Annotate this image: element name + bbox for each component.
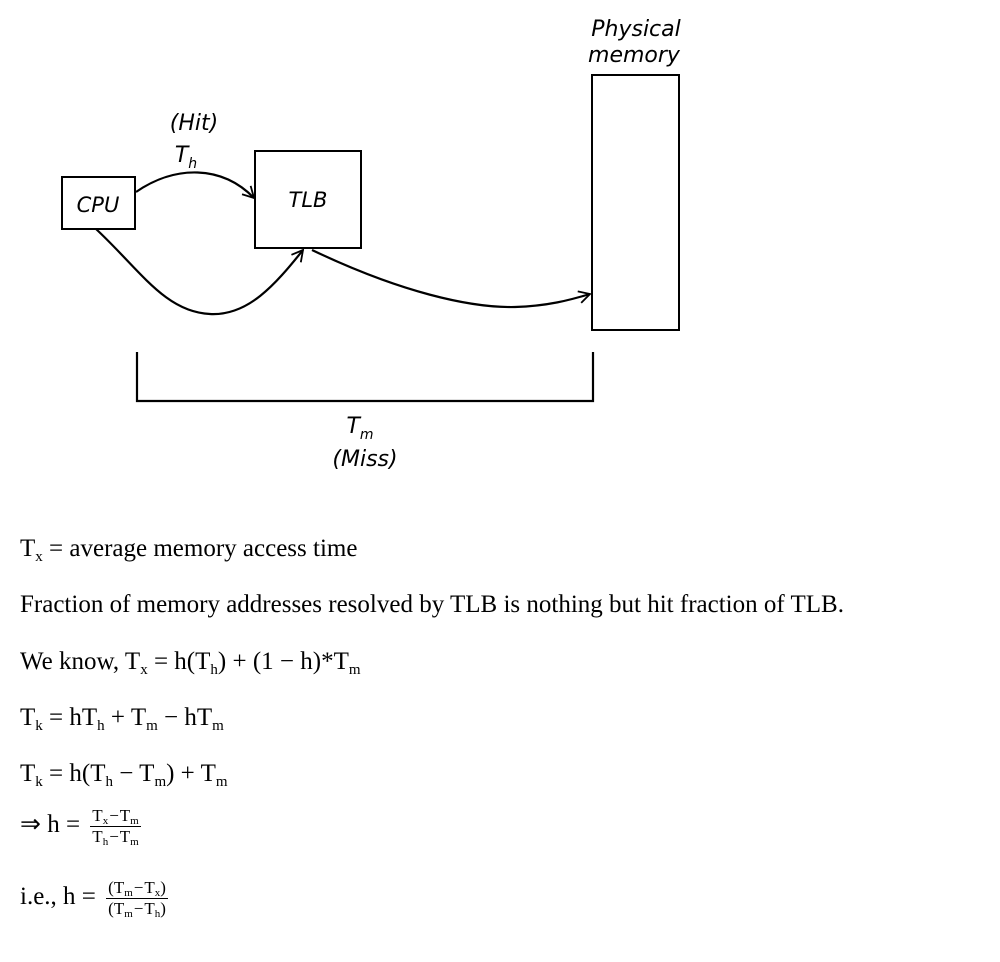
symbol-t: T <box>333 648 349 675</box>
symbol-t: T <box>130 704 147 731</box>
equation-known: We know, Tx = h(Th) + (1 − h)*Tm <box>20 647 361 678</box>
operator-text: = h <box>42 704 82 731</box>
subscript: m <box>146 718 158 734</box>
subscript: k <box>35 774 43 790</box>
symbol-t: T <box>144 899 155 918</box>
fraction: Tx−Tm Th−Tm <box>90 806 141 848</box>
miss-label: (Miss) <box>332 447 397 472</box>
operator-text: − <box>109 806 119 825</box>
symbol-t: T <box>200 760 216 787</box>
symbol-t: T <box>81 704 98 731</box>
subscript: m <box>130 815 139 827</box>
operator-text: − <box>113 760 140 787</box>
hit-label: (Hit) <box>170 111 218 136</box>
symbol-t: T <box>119 827 131 846</box>
subscript: m <box>124 908 133 920</box>
subscript: x <box>140 662 148 678</box>
equation-factored: Tk = h(Th − Tm) + Tm <box>20 759 228 790</box>
paren: ( <box>108 899 114 918</box>
symbol-t: T <box>113 878 125 897</box>
subscript: k <box>35 718 43 734</box>
hit-arrow <box>135 171 256 200</box>
subscript: m <box>215 774 228 790</box>
operator-text: = h( <box>147 648 196 675</box>
symbol-t: T <box>20 535 36 562</box>
operator-text: ) + <box>166 760 201 787</box>
tlb-label: TLB <box>289 188 328 212</box>
subscript: h <box>105 774 114 790</box>
symbol-t: T <box>20 760 36 787</box>
fraction-denominator: Th−Tm <box>90 827 140 848</box>
operator-text: = h( <box>42 760 91 787</box>
paren: ( <box>108 878 114 897</box>
tlb-box <box>254 150 362 249</box>
operator-text: − <box>109 827 119 846</box>
miss-arrow-to-tlb <box>95 228 305 316</box>
symbol-t: T <box>92 806 103 825</box>
tlb-diagram: CPU TLB Physical memory (Hit) Th Tm (Mis… <box>61 17 681 472</box>
symbol-t: T <box>20 704 36 731</box>
symbol-t: T <box>92 827 103 846</box>
equation-hit-fraction-note: Fraction of memory addresses resolved by… <box>20 590 844 620</box>
fraction: (Tm−Tx) (Tm−Th) <box>106 878 168 920</box>
fraction-denominator: (Tm−Th) <box>106 899 168 920</box>
equation-avg-access-time: Tx = average memory access time <box>20 534 358 565</box>
symbol-t: T <box>90 760 106 787</box>
subscript: m <box>124 887 133 899</box>
definition-text: = average memory access time <box>42 535 358 562</box>
subscript: x <box>102 815 109 827</box>
prefix-text: ⇒ h = <box>20 811 81 839</box>
paren: ) <box>160 899 166 918</box>
subscript: x <box>154 887 161 899</box>
subscript: m <box>130 836 139 848</box>
symbol-t: T <box>124 648 141 675</box>
symbol-t: T <box>139 760 155 787</box>
memory-label-line1: Physical <box>591 17 681 42</box>
note-text: Fraction of memory addresses resolved by… <box>20 591 844 618</box>
fraction-numerator: Tx−Tm <box>90 806 141 827</box>
subscript: m <box>154 774 167 790</box>
operator-text: − <box>133 878 144 897</box>
subscript: m <box>348 662 361 678</box>
prefix-text: i.e., h = <box>20 883 96 911</box>
symbol-t: T <box>113 899 125 918</box>
subscript: h <box>154 908 161 920</box>
symbol-t: T <box>144 878 155 897</box>
subscript: h <box>97 718 105 734</box>
symbol-t: T <box>196 704 213 731</box>
physical-memory-box <box>591 74 680 331</box>
operator-text: − <box>133 899 144 918</box>
hit-time-label: Th <box>175 143 197 172</box>
equation-expanded: Tk = hTh + Tm − hTm <box>20 703 224 734</box>
subscript: x <box>35 549 43 565</box>
operator-text: + <box>104 704 131 731</box>
operator-text: − h <box>157 704 197 731</box>
tlb-to-memory-arrow <box>311 249 592 309</box>
equation-solve-h: ⇒ h = Tx−Tm Th−Tm <box>20 806 141 848</box>
subscript: h <box>210 662 218 678</box>
miss-time-label: Tm <box>346 414 373 443</box>
subscript: m <box>212 718 224 734</box>
miss-bracket <box>135 352 595 403</box>
cpu-box <box>61 176 136 230</box>
subscript: h <box>102 836 109 848</box>
prefix-text: We know, <box>20 648 125 675</box>
symbol-t: T <box>195 648 211 675</box>
symbol-t: T <box>119 806 131 825</box>
cpu-label: CPU <box>77 193 120 217</box>
equation-final-h: i.e., h = (Tm−Tx) (Tm−Th) <box>20 878 168 920</box>
memory-label-line2: memory <box>588 43 681 68</box>
operator-text: ) + (1 − h)* <box>217 648 334 675</box>
fraction-numerator: (Tm−Tx) <box>106 878 168 899</box>
paren: ) <box>160 878 166 897</box>
